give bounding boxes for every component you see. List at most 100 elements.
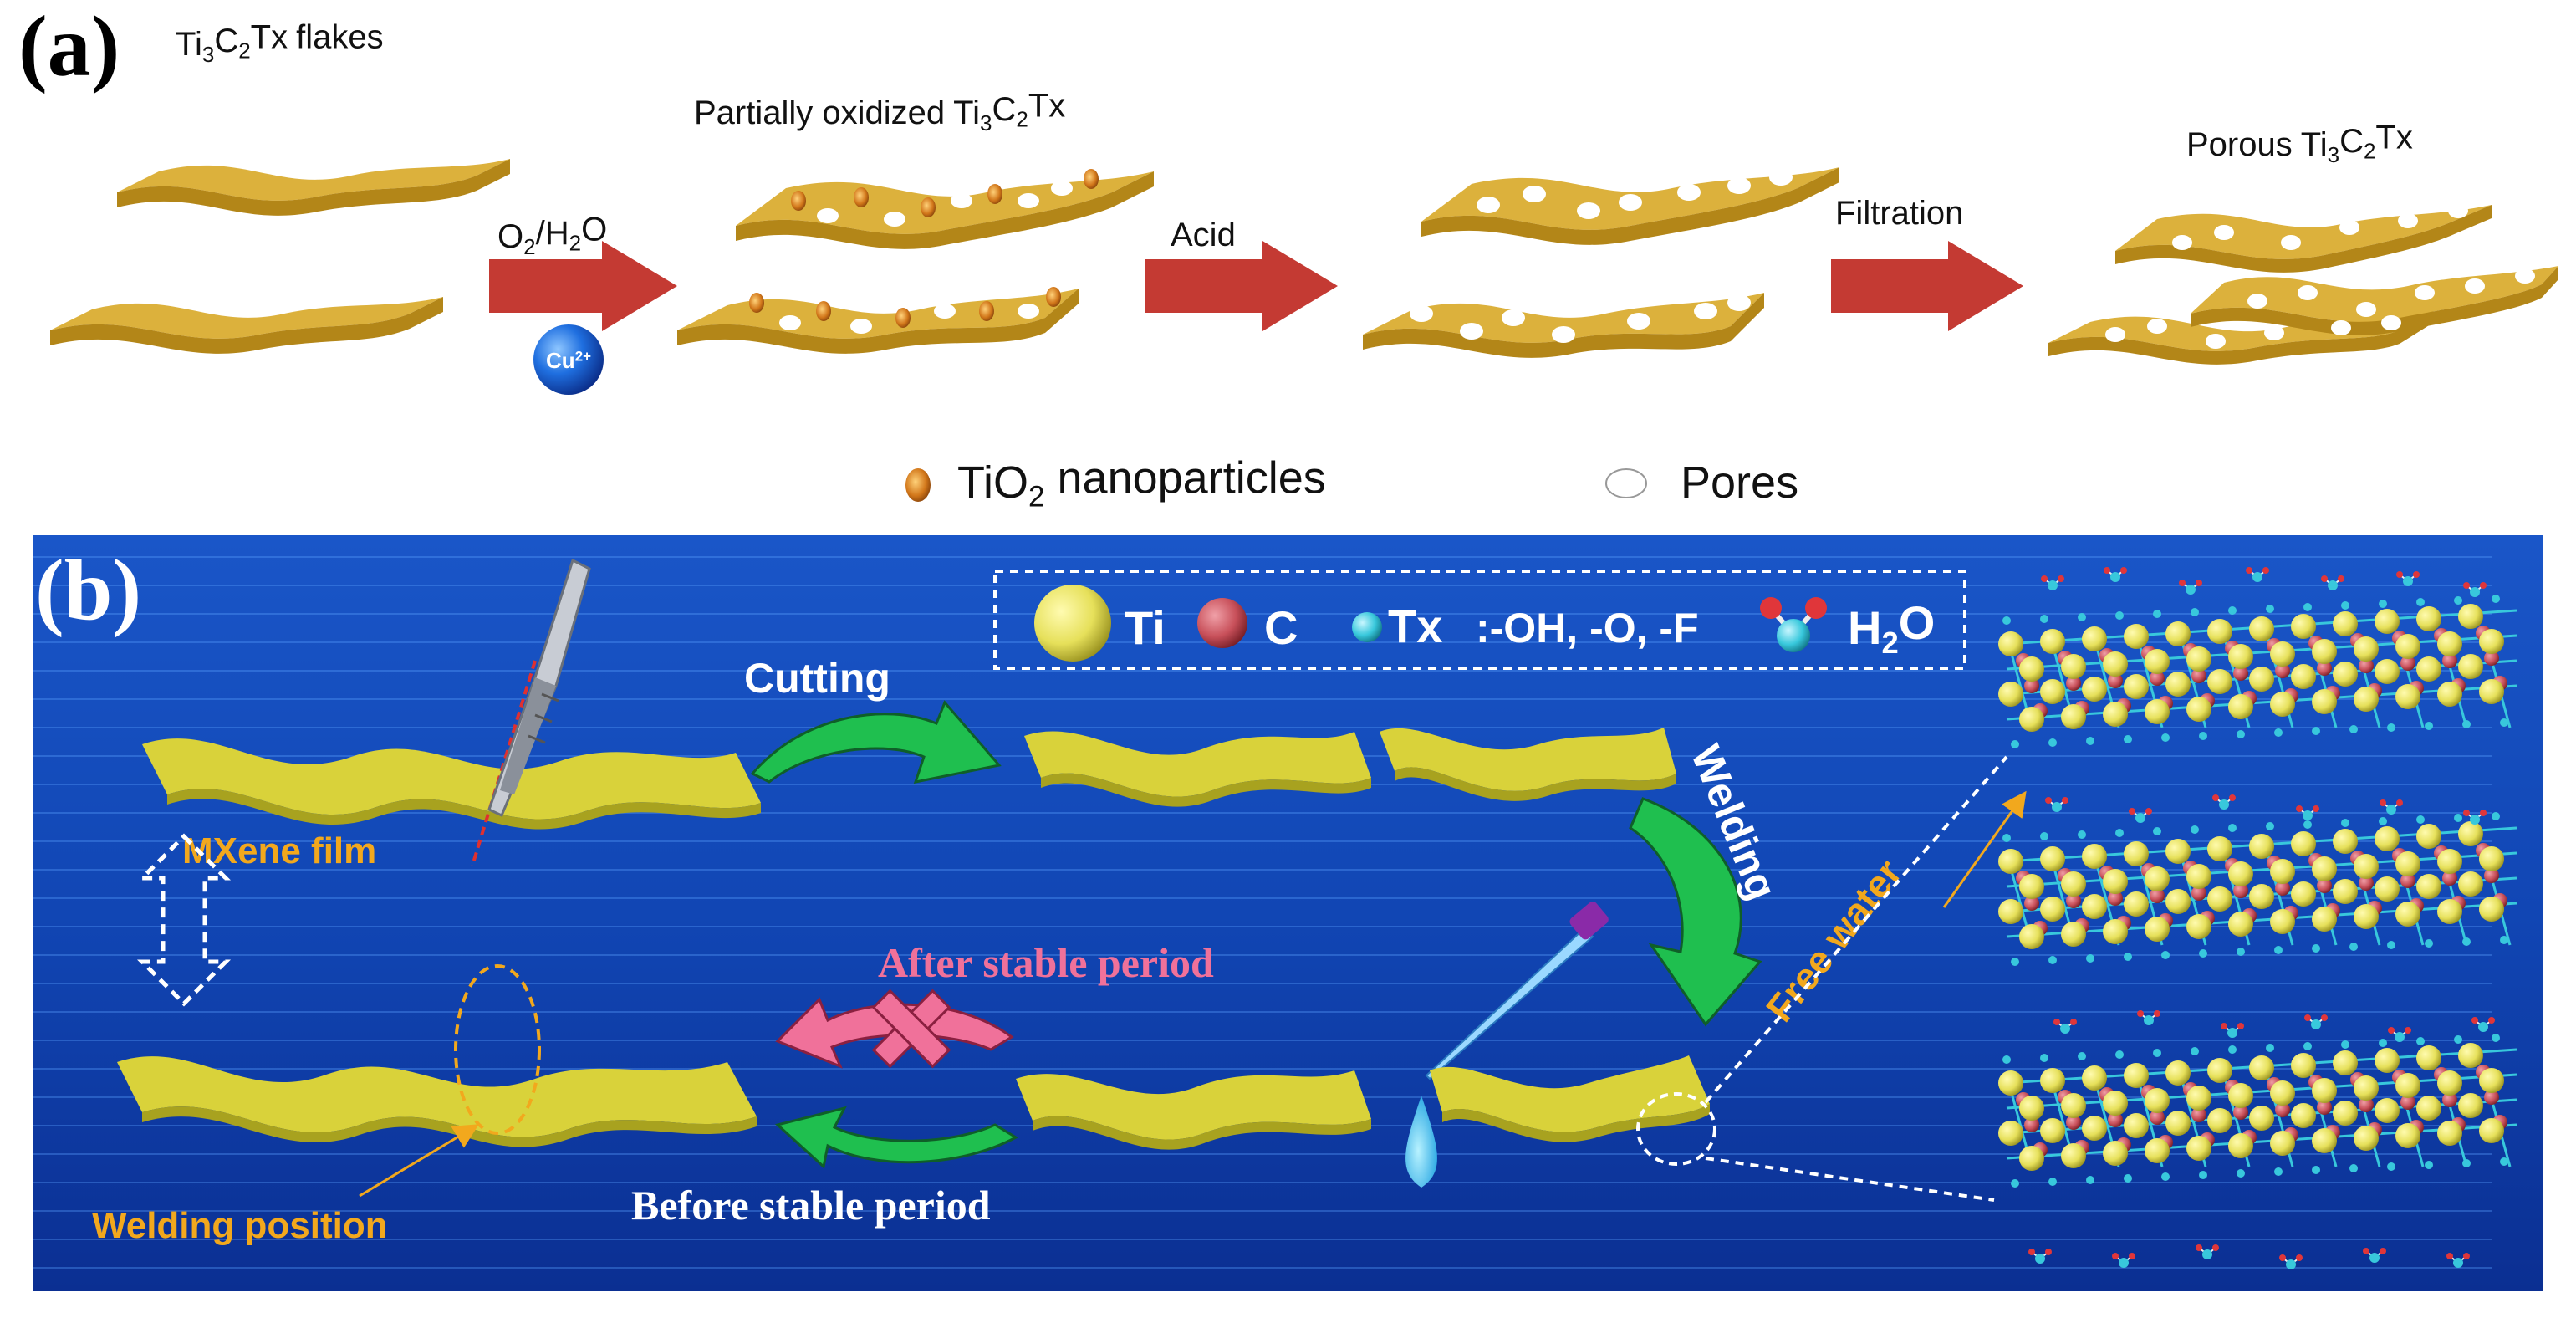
tx-atom <box>2078 613 2086 621</box>
tx-atom <box>2115 829 2124 837</box>
water-molecule <box>2388 1027 2411 1042</box>
ti-atom <box>2228 694 2253 719</box>
ti-atom <box>2375 876 2400 902</box>
tx-atom <box>2199 949 2207 958</box>
ti-atom <box>2416 656 2441 682</box>
pore-icon <box>2264 325 2284 340</box>
cutting-arrow <box>750 700 1002 784</box>
tx-atom <box>2274 1167 2283 1176</box>
pore-icon <box>1523 186 1546 202</box>
ti-atom <box>2312 1078 2337 1103</box>
ti-atom <box>1998 631 2023 656</box>
tx-atom <box>2425 722 2433 730</box>
tx-atom <box>2161 733 2170 742</box>
tx-atom <box>2078 830 2086 839</box>
tx-atom <box>2153 610 2161 618</box>
water-molecule <box>2212 794 2236 810</box>
pore-icon <box>1694 303 1717 319</box>
ti-atom <box>2145 699 2170 724</box>
tx-atom <box>2011 740 2019 748</box>
tx-atom <box>2425 939 2433 948</box>
water-molecule <box>2246 567 2269 582</box>
pore-icon <box>1605 468 1647 498</box>
ti-atom <box>2395 851 2420 876</box>
flakes-stage4 <box>2048 203 2558 365</box>
svg-text:After stable period: After stable period <box>878 939 1214 986</box>
ti-atom <box>2228 861 2253 886</box>
tx-atom <box>2341 1040 2349 1049</box>
tx-atom <box>2124 735 2132 743</box>
ti-atom <box>2416 1096 2441 1121</box>
flakes-stage3 <box>1363 167 1839 358</box>
ti-atom <box>2124 674 2149 699</box>
panel-b-label: (b) <box>35 542 141 638</box>
ti-atom <box>2207 1058 2232 1083</box>
bond <box>2006 1073 2517 1110</box>
tx-atom <box>2086 954 2094 963</box>
water-molecule <box>2363 1248 2386 1263</box>
tx-atom <box>2228 606 2237 615</box>
c-atom <box>2150 671 2165 686</box>
arrow-filtration: Filtration <box>1831 195 2023 331</box>
tx-atom <box>2237 948 2245 956</box>
ti-atom <box>2291 1053 2316 1078</box>
c-atom <box>2359 876 2374 891</box>
tx-atom <box>2274 946 2283 954</box>
c-atom <box>2233 666 2248 681</box>
pore-icon <box>1727 177 1751 194</box>
water-molecule <box>2304 1014 2328 1029</box>
tx-atom <box>2048 1178 2057 1186</box>
cross-icon <box>871 988 951 1069</box>
c-atom <box>2150 888 2165 903</box>
tio2-nanoparticle-icon <box>791 191 806 211</box>
tx-atom <box>2349 1164 2358 1172</box>
ti-atom <box>2458 821 2483 846</box>
svg-text:Acid: Acid <box>1171 217 1236 253</box>
pore-icon <box>1619 194 1642 211</box>
tx-atom <box>2153 1049 2161 1057</box>
ti-atom <box>2249 1106 2274 1131</box>
mxene-layer <box>1998 1034 2517 1188</box>
tx-atom <box>2303 820 2312 829</box>
ti-atom <box>2458 604 2483 629</box>
tx-atom <box>2462 1159 2471 1167</box>
pore-icon <box>2214 225 2234 240</box>
ti-atom <box>2249 616 2274 641</box>
ti-atom <box>2145 1088 2170 1113</box>
ti-atom <box>2124 891 2149 917</box>
ti-atom <box>2354 854 2379 879</box>
ti-atom <box>2082 844 2107 869</box>
tx-atom <box>2191 608 2199 616</box>
flakes-stage1 <box>50 159 510 354</box>
c-atom-icon <box>1197 598 1247 648</box>
ti-atom <box>2395 634 2420 659</box>
ti-atom <box>2333 879 2358 904</box>
c-atom <box>2024 1117 2039 1132</box>
c-atom <box>2066 893 2081 908</box>
water-molecule <box>2321 575 2344 590</box>
ti-atom <box>2270 641 2295 667</box>
pore-icon <box>2206 334 2226 349</box>
pore-icon <box>2356 302 2376 317</box>
mxene-film-cut <box>1024 728 1676 807</box>
tio2-nanoparticle-icon <box>749 293 764 313</box>
ti-atom <box>2333 611 2358 636</box>
ti-atom <box>2124 841 2149 866</box>
ti-atom <box>2291 1103 2316 1128</box>
ti-atom <box>2019 924 2044 949</box>
tx-atom <box>2124 953 2132 961</box>
bond <box>2006 902 2517 938</box>
ti-atom <box>2375 659 2400 684</box>
ti-atom <box>2312 689 2337 714</box>
c-atom <box>2150 1110 2165 1125</box>
ti-atom <box>1998 1121 2023 1146</box>
ti-atom <box>2061 1093 2086 1118</box>
tx-atom <box>2048 956 2057 964</box>
ti-atom <box>2207 669 2232 694</box>
pore-icon <box>2515 268 2535 284</box>
tx-atom <box>2500 1157 2508 1166</box>
svg-text:C: C <box>1264 601 1298 654</box>
ti-atom <box>2040 846 2065 871</box>
